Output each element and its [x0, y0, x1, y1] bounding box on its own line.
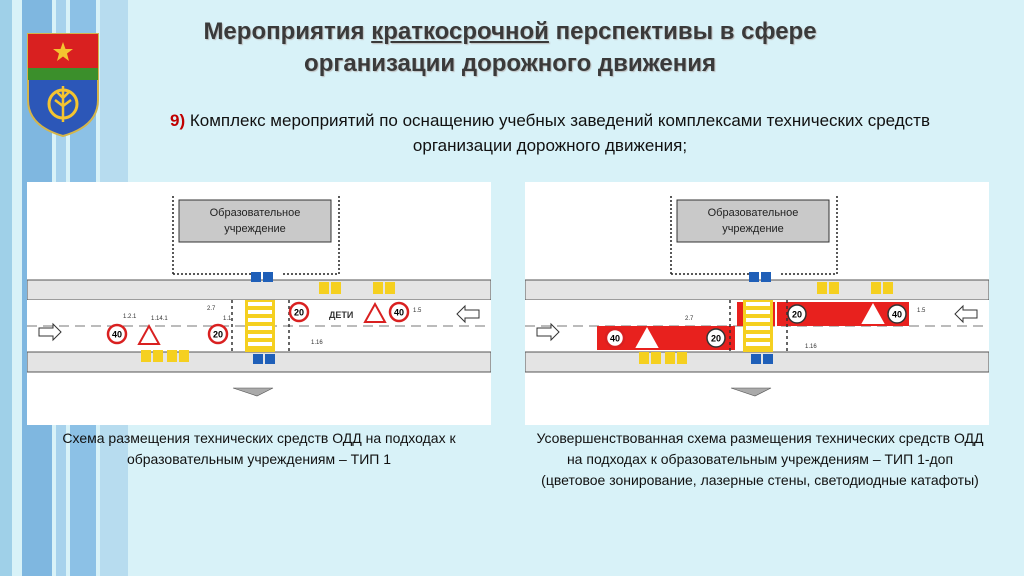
subheading: 9) Комплекс мероприятий по оснащению уче…	[70, 108, 1024, 158]
svg-text:1.5: 1.5	[413, 308, 422, 314]
caption-left-line1: Схема размещения технических средств ОДД…	[62, 430, 456, 446]
subheading-text-line2: организации дорожного движения;	[412, 136, 688, 155]
caption-type1-dop: Усовершенствованная схема размещения тех…	[500, 428, 1020, 491]
pedestrian-crossing-sign-icon	[751, 354, 773, 364]
decorative-stripe	[0, 0, 12, 576]
svg-text:1.1: 1.1	[223, 316, 232, 322]
speed-limit-sign-icon: 40	[388, 301, 410, 323]
svg-text:2.7: 2.7	[685, 316, 694, 322]
school-road-text: ДЕТИ	[329, 310, 353, 320]
pedestrian-crossing-sign-icon	[251, 272, 273, 282]
subheading-number: 9)	[169, 111, 186, 130]
svg-text:2.7: 2.7	[207, 306, 216, 312]
svg-text:1.5: 1.5	[917, 308, 926, 314]
caption-right-line3: (цветовое зонирование, лазерные стены, с…	[541, 472, 979, 488]
diagram-type1-dop: Образовательное учреждение	[525, 182, 989, 425]
speed-limit-sign-icon: 20	[706, 328, 726, 348]
subheading-text-line1: Комплекс мероприятий по оснащению учебны…	[185, 111, 930, 130]
building-label-line1: Образовательное	[708, 207, 799, 219]
title-underlined: краткосрочной	[371, 18, 549, 45]
svg-text:20: 20	[711, 334, 721, 344]
coat-of-arms-icon	[27, 33, 99, 138]
arrow-icon	[38, 322, 62, 342]
caption-type1: Схема размещения технических средств ОДД…	[27, 428, 491, 470]
warning-sign-icon	[861, 302, 885, 324]
warning-sign-icon	[817, 282, 893, 294]
warning-sign-icon	[141, 350, 189, 362]
warning-sign-icon	[319, 282, 395, 294]
speed-limit-sign-icon: 40	[106, 323, 128, 345]
svg-text:40: 40	[112, 330, 122, 340]
svg-text:1.2.1: 1.2.1	[123, 314, 137, 320]
building-label-line2: учреждение	[224, 223, 286, 235]
caption-right-line2: на подходах к образовательным учреждения…	[566, 451, 954, 467]
building-label-line1: Образовательное	[210, 207, 301, 219]
pedestrian-crossing	[245, 300, 275, 352]
speed-limit-sign-icon: 20	[207, 323, 229, 345]
pedestrian-crossing-sign-icon	[749, 272, 771, 282]
warning-sign-icon	[635, 326, 659, 348]
arrow-icon	[536, 322, 560, 342]
warning-sign-icon	[363, 301, 387, 323]
caption-left-line2: образовательным учреждениям – ТИП 1	[126, 451, 392, 467]
arrow-icon	[456, 304, 480, 324]
svg-text:40: 40	[892, 310, 902, 320]
svg-text:1.16: 1.16	[805, 344, 817, 350]
pedestrian-crossing-sign-icon	[253, 354, 275, 364]
page-title: Мероприятия краткосрочной перспективы в …	[150, 16, 870, 80]
speed-limit-sign-icon: 40	[887, 304, 907, 324]
diagram-type1: Образовательное учреждение	[27, 182, 491, 425]
speed-limit-sign-icon: 40	[604, 327, 626, 349]
arrow-icon	[954, 304, 978, 324]
warning-sign-icon	[639, 352, 687, 364]
svg-text:1.14.1: 1.14.1	[151, 316, 168, 322]
caption-right-line1: Усовершенствованная схема размещения тех…	[536, 430, 984, 446]
svg-text:20: 20	[213, 330, 223, 340]
warning-sign-icon	[137, 323, 161, 345]
building-label-line2: учреждение	[722, 223, 784, 235]
speed-limit-sign-icon: 20	[288, 301, 310, 323]
title-line2: организации дорожного движения	[304, 50, 716, 77]
svg-text:40: 40	[394, 308, 404, 318]
speed-limit-sign-icon: 20	[787, 304, 807, 324]
pedestrian-crossing	[743, 300, 773, 352]
title-part2: перспективы в сфере	[548, 18, 817, 45]
svg-text:40: 40	[610, 334, 620, 344]
title-part1: Мероприятия	[203, 18, 372, 45]
svg-text:20: 20	[294, 308, 304, 318]
svg-text:20: 20	[792, 310, 802, 320]
svg-text:1.16: 1.16	[311, 340, 323, 346]
